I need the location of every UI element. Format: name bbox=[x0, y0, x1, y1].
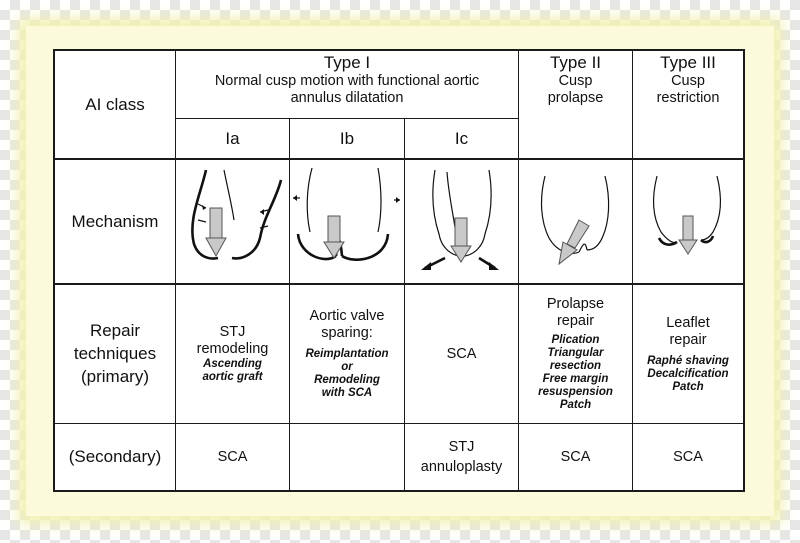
secondary-ic: STJ annuloplasty bbox=[405, 424, 518, 490]
type3-line1: Cusp bbox=[671, 73, 705, 89]
hline-header bbox=[55, 158, 743, 160]
mechanism-type2-diagram bbox=[540, 175, 610, 266]
type3-header: Type III Cusp restriction bbox=[633, 53, 743, 158]
primary-ib-line1: Aortic valve bbox=[309, 308, 385, 324]
primary-ib-italic3: Remodeling bbox=[314, 374, 380, 386]
secondary-type2: SCA bbox=[560, 448, 591, 465]
secondary-ic-line1: STJ bbox=[448, 438, 475, 455]
primary-type2-italic4: Free margin bbox=[542, 373, 609, 385]
primary-ib: Aortic valve sparing: Reimplantation or … bbox=[290, 285, 404, 423]
mechanism-label: Mechanism bbox=[71, 211, 159, 231]
primary-type2: Prolapse repair Plication Triangular res… bbox=[519, 285, 632, 423]
primary-ib-line2: sparing: bbox=[321, 325, 373, 341]
primary-type2-italic3: resection bbox=[549, 360, 602, 372]
repair-techniques-label: Repair techniques (primary) bbox=[55, 285, 175, 423]
subtype-ia: Ia bbox=[225, 128, 240, 148]
vline-3 bbox=[404, 119, 405, 490]
primary-type2-italic2: Triangular bbox=[547, 347, 604, 359]
primary-type3-line2: repair bbox=[669, 331, 707, 348]
type1-title: Type I bbox=[323, 53, 371, 72]
type1-subtitle-2: annulus dilatation bbox=[290, 90, 404, 106]
primary-type3-italic2: Decalcification bbox=[647, 367, 729, 380]
vline-2 bbox=[289, 119, 290, 490]
type2-title: Type II bbox=[549, 53, 602, 72]
primary-ia-italic2: aortic graft bbox=[202, 371, 263, 383]
hline-subtypes bbox=[175, 118, 518, 119]
primary-ic: SCA bbox=[446, 345, 477, 362]
secondary-ic-line2: annuloplasty bbox=[420, 458, 503, 475]
mechanism-ia-diagram bbox=[191, 169, 283, 260]
hline-mechanism bbox=[55, 283, 743, 285]
primary-type2-italic5: resuspension bbox=[538, 386, 613, 398]
primary-type2-italic6: Patch bbox=[559, 399, 592, 411]
primary-ib-italic4: with SCA bbox=[321, 387, 373, 399]
secondary-label: (Secondary) bbox=[68, 447, 162, 466]
repair-label-3: (primary) bbox=[81, 367, 149, 386]
mechanism-type3-diagram bbox=[652, 175, 722, 255]
vline-1 bbox=[175, 51, 176, 490]
primary-type2-italic1: Plication bbox=[551, 334, 600, 346]
primary-type2-line2: repair bbox=[556, 313, 595, 329]
primary-type2-line1: Prolapse bbox=[546, 296, 605, 312]
type1-subtitle-1: Normal cusp motion with functional aorti… bbox=[214, 73, 480, 89]
secondary-type3: SCA bbox=[673, 448, 703, 465]
secondary-ia: SCA bbox=[217, 448, 248, 465]
mechanism-ic-diagram bbox=[421, 169, 499, 270]
primary-ia-italic1: Ascending bbox=[203, 358, 262, 370]
repair-label-2: techniques bbox=[73, 344, 157, 363]
mechanism-ib-diagram bbox=[293, 167, 400, 261]
ai-class-label: AI class bbox=[85, 94, 145, 114]
vline-5 bbox=[632, 51, 633, 490]
primary-type3-italic1: Raphé shaving bbox=[647, 354, 729, 367]
secondary-ib bbox=[290, 424, 404, 490]
hline-primary bbox=[55, 423, 743, 424]
ai-classification-table: AI class Type I Normal cusp motion with … bbox=[53, 49, 745, 492]
primary-ib-italic1: Reimplantation bbox=[305, 348, 389, 360]
type2-header: Type II Cusp prolapse bbox=[519, 53, 632, 158]
type2-line2: prolapse bbox=[547, 90, 604, 106]
primary-type3-line1: Leaflet bbox=[666, 314, 710, 331]
subtype-ib: Ib bbox=[339, 128, 355, 148]
primary-ia-line1: STJ bbox=[219, 324, 246, 340]
type3-title: Type III bbox=[660, 53, 716, 72]
primary-type3-italic3: Patch bbox=[672, 380, 704, 393]
repair-label-1: Repair bbox=[89, 321, 141, 340]
primary-ib-italic2: or bbox=[341, 361, 353, 373]
primary-ia-line2: remodeling bbox=[196, 341, 269, 357]
primary-type3: Leaflet repair Raphé shaving Decalcifica… bbox=[633, 285, 743, 423]
primary-ia: STJ remodeling Ascending aortic graft bbox=[176, 285, 289, 423]
vline-4 bbox=[518, 51, 519, 490]
type3-line2: restriction bbox=[656, 90, 720, 106]
type1-header: Type I Normal cusp motion with functiona… bbox=[176, 53, 518, 117]
type2-line1: Cusp bbox=[558, 73, 593, 89]
subtype-ic: Ic bbox=[454, 128, 469, 148]
